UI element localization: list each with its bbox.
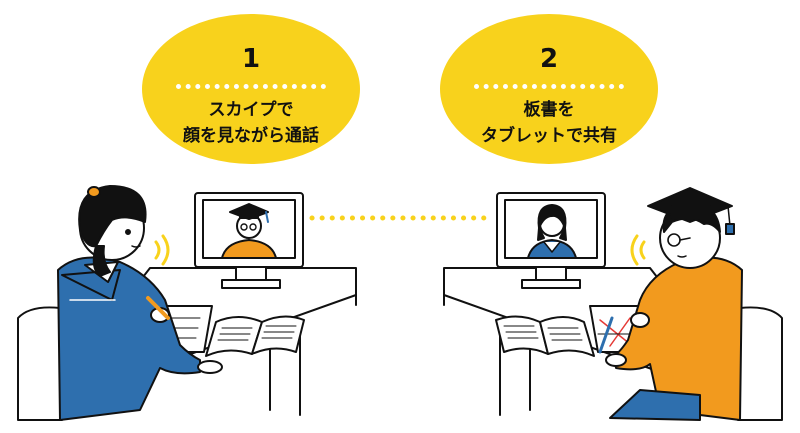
step1-number: 1 (241, 44, 261, 74)
step2-bubble: 2 板書を タブレットで共有 (440, 14, 658, 164)
teacher-on-screen (221, 203, 277, 259)
left-open-book (205, 315, 305, 357)
step2-dotted-divider (474, 84, 624, 89)
right-open-book (495, 315, 595, 357)
right-monitor-stand (521, 279, 581, 289)
student-on-screen (527, 204, 577, 259)
step1-bubble: 1 スカイプで 顔を見ながら通話 (142, 14, 360, 164)
left-chair (17, 306, 63, 421)
student-girl (57, 185, 223, 421)
left-signal-icon (154, 240, 161, 260)
teacher (605, 187, 743, 421)
step1-dotted-divider (176, 84, 326, 89)
step1-line2: 顔を見ながら通話 (183, 126, 319, 146)
left-monitor-stand (221, 279, 281, 289)
right-chair (737, 306, 783, 421)
step2-line2: タブレットで共有 (481, 126, 617, 146)
right-scene (443, 187, 783, 421)
step1-line1: スカイプで (208, 100, 294, 120)
right-signal-icon (639, 240, 646, 260)
step2-line1: 板書を (523, 100, 575, 120)
step2-number: 2 (539, 44, 559, 74)
left-scene (17, 185, 357, 421)
